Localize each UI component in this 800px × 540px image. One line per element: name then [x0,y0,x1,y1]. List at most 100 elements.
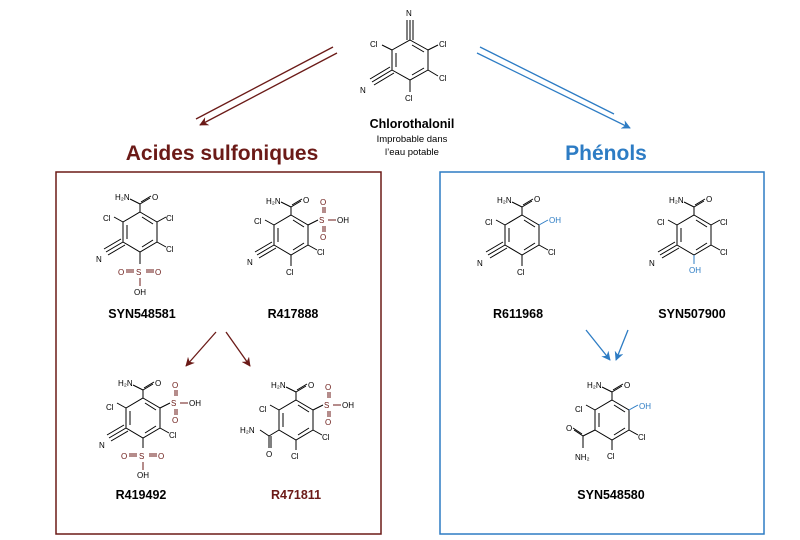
atom-label: N [406,9,412,18]
atom-label: Cl [169,431,177,440]
atom-label: H₂N [118,379,133,388]
structure-syn507900: O H₂N Cl Cl Cl OH N [649,195,728,275]
atom-label: O [566,424,572,433]
atom-label: Cl [439,74,447,83]
compound-label-r471811: R471811 [271,488,321,502]
atom-label: Cl [166,214,174,223]
structure-r419492: O H₂N Cl S O O OH Cl N S O O OH [99,379,201,480]
structure-syn548580: O H₂N Cl OH Cl Cl O NH₂ [566,381,651,462]
atom-label: S [171,399,176,408]
atom-label: O [320,233,326,242]
arrow-from-r611968 [585,329,611,361]
atom-label: Cl [103,214,111,223]
atom-label: S [324,401,329,410]
atom-label: Cl [106,403,114,412]
atom-label: S [319,216,324,225]
atom-label: Cl [286,268,294,277]
atom-label: O [325,418,331,427]
compound-label-r419492: R419492 [116,488,167,502]
arrow-to-r419492 [185,331,217,367]
atom-label: O [155,268,161,277]
atom-label: N [649,259,655,268]
heading-phenols: Phénols [565,142,647,165]
atom-label: O [624,381,630,390]
structure-r471811: O H₂N Cl S O O OH Cl H₂N O Cl [240,381,354,461]
compound-label-r611968: R611968 [493,307,543,321]
structure-r611968: O H₂N Cl OH Cl Cl N [477,195,561,277]
atom-label: H₂N [115,193,130,202]
atom-label: N [477,259,483,268]
atom-label: S [136,268,141,277]
atom-label: H₂N [497,196,512,205]
atom-label: OH [549,216,561,225]
atom-label: OH [639,402,651,411]
atom-label: Cl [439,40,447,49]
chlorothalonil-label: Chlorothalonil [370,117,455,131]
atom-label: Cl [370,40,378,49]
structure-syn548581: O H₂N Cl Cl Cl N S O O OH [96,193,174,297]
compound-label-syn548580: SYN548580 [577,488,644,502]
atom-label: NH₂ [575,453,590,462]
compound-label-syn507900: SYN507900 [658,307,725,321]
atom-label: O [121,452,127,461]
atom-label: N [360,86,366,95]
compound-label-syn548581: SYN548581 [108,307,175,321]
note-line-2: l’eau potable [385,147,439,158]
chlorothalonil-structure: N Cl Cl N Cl Cl [360,9,447,103]
phenols-group-box [439,171,765,535]
atom-label: O [266,450,272,459]
atom-label: OH [689,266,701,275]
atom-label: Cl [575,405,583,414]
atom-label: Cl [317,248,325,257]
sulfonic-group-box [55,171,382,535]
atom-label: O [308,381,314,390]
atom-label: O [158,452,164,461]
atom-label: Cl [291,452,299,461]
atom-label: Cl [607,452,615,461]
heading-sulfonic-acids: Acides sulfoniques [126,142,319,165]
atom-label: Cl [322,433,330,442]
atom-label: OH [137,471,149,480]
atom-label: O [303,196,309,205]
atom-label: S [139,452,144,461]
atom-label: H₂N [271,381,286,390]
atom-label: O [534,195,540,204]
atom-label: N [99,441,105,450]
compound-label-r417888: R417888 [268,307,319,321]
atom-label: O [706,195,712,204]
atom-label: O [155,379,161,388]
atom-label: N [96,255,102,264]
atom-label: OH [134,288,146,297]
note-line-1: Improbable dans [377,134,448,145]
atom-label: Cl [259,405,267,414]
atom-label: O [325,383,331,392]
atom-label: N [247,258,253,267]
atom-label: Cl [548,248,556,257]
arrow-to-phenols [476,46,631,129]
atom-label: OH [189,399,201,408]
atom-label: H₂N [587,381,602,390]
atom-label: O [152,193,158,202]
atom-label: O [172,381,178,390]
atom-label: Cl [405,94,413,103]
atom-label: Cl [517,268,525,277]
atom-label: OH [342,401,354,410]
structure-r417888: O H₂N Cl S O O OH Cl Cl N [247,196,349,277]
atom-label: H₂N [240,426,255,435]
atom-label: O [118,268,124,277]
arrow-to-r471811 [225,331,251,367]
atom-label: Cl [485,218,493,227]
atom-label: OH [337,216,349,225]
atom-label: Cl [720,218,728,227]
atom-label: H₂N [266,197,281,206]
atom-label: H₂N [669,196,684,205]
atom-label: Cl [638,433,646,442]
arrow-to-sulfonic [195,46,338,126]
atom-label: Cl [166,245,174,254]
atom-label: O [172,416,178,425]
atom-label: Cl [720,248,728,257]
arrow-from-syn507900 [614,329,629,361]
atom-label: Cl [254,217,262,226]
atom-label: Cl [657,218,665,227]
